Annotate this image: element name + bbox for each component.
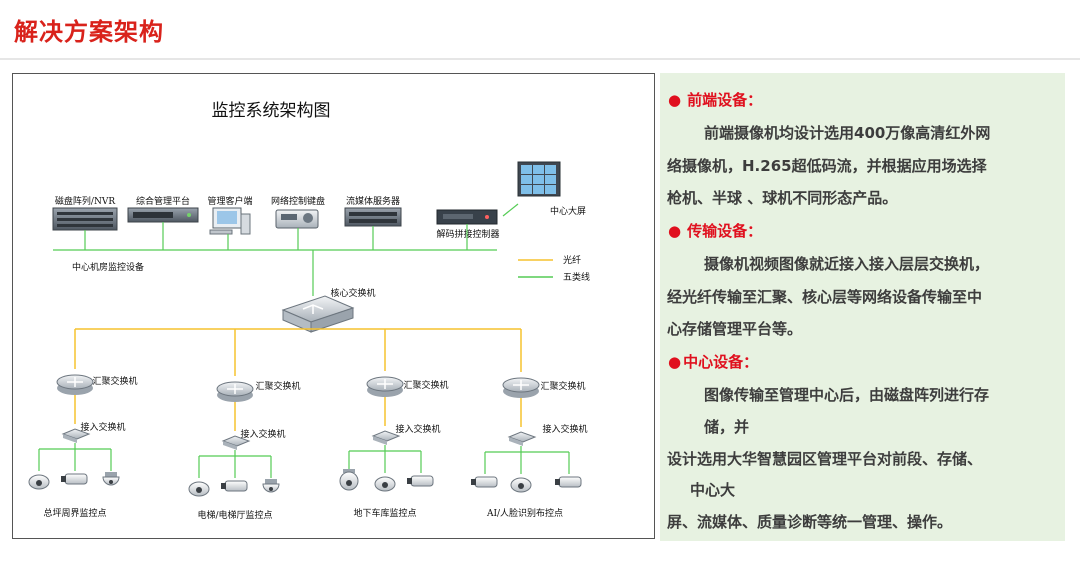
access-switch-4-label: 接入交换机: [542, 423, 587, 435]
camera-speed-dome-icon: [262, 479, 280, 493]
section-center-line: 图像传输至管理中心后，由磁盘阵列进行存: [704, 386, 990, 404]
section-frontend-line: 前端摄像机均设计选用400万像高清红外网: [704, 124, 991, 142]
legend-cat5-label: 五类线: [563, 271, 590, 283]
access-switch-2-icon: [221, 435, 251, 450]
page-title: 解决方案架构: [14, 18, 164, 46]
section-frontend-line: 络摄像机，H.265超低码流，并根据应用场选择: [667, 157, 987, 175]
bullet-icon: ●: [668, 91, 682, 109]
agg-switch-3-icon: [366, 376, 404, 397]
zone-label-garage: 地下车库监控点: [353, 507, 416, 519]
media-server-icon: [344, 207, 402, 227]
decoder-label: 解码拼接控制器: [436, 228, 499, 240]
wall-link: [502, 203, 519, 217]
storage-array-icon: [52, 207, 118, 231]
camera-bullet-icon: [471, 476, 498, 488]
platform-server-icon: [127, 207, 199, 223]
agg-switch-2-icon: [216, 381, 254, 402]
access-switch-1-icon: [61, 428, 91, 443]
agg-switch-4-icon: [502, 377, 540, 398]
section-center-line: 设计选用大华智慧园区管理平台对前段、存储、: [667, 450, 983, 468]
section-center-title: 中心设备：: [683, 353, 759, 371]
diagram-title: 监控系统架构图: [212, 101, 331, 121]
storage-label: 磁盘阵列/NVR: [55, 195, 115, 207]
camera-bullet-icon: [61, 473, 88, 485]
camera-speed-dome-icon: [102, 472, 120, 486]
center-bus: [53, 222, 497, 296]
camera-bullet-icon: [555, 476, 582, 488]
client-label: 管理客户端: [207, 195, 252, 207]
camera-bullet-icon: [407, 475, 434, 487]
video-wall-label: 中心大屏: [550, 205, 586, 217]
control-keyboard-icon: [275, 209, 319, 229]
bullet-icon: ●: [668, 353, 682, 371]
agg-switch-4-label: 汇聚交换机: [540, 380, 585, 392]
section-center-line: 储，并: [704, 418, 750, 436]
client-pc-icon: [209, 207, 251, 235]
section-transmission-heading: ● 传输设备：: [668, 220, 762, 241]
camera-dome-icon: [188, 481, 210, 497]
access-switch-1-label: 接入交换机: [80, 421, 125, 433]
section-center-line: 屏、流媒体、质量诊断等统一管理、操作。: [667, 513, 953, 531]
bullet-icon: ●: [668, 222, 682, 240]
access-switch-3-icon: [371, 430, 401, 445]
access-switch-3-label: 接入交换机: [395, 423, 440, 435]
camera-ptz-icon: [339, 469, 359, 491]
section-transmission-line: 心存储管理平台等。: [667, 320, 803, 338]
section-transmission-line: 经光纤传输至汇聚、核心层等网络设备传输至中: [667, 288, 983, 306]
legend-fiber-label: 光纤: [563, 254, 581, 266]
access-switch-2-label: 接入交换机: [240, 428, 285, 440]
core-switch-icon: [281, 295, 355, 333]
section-frontend-line: 枪机、半球 、球机不同形态产品。: [667, 189, 898, 207]
agg-switch-1-icon: [56, 374, 94, 395]
zone-label-elevator: 电梯/电梯厅监控点: [197, 509, 272, 521]
camera-bullet-icon: [221, 480, 248, 492]
zone-label-perimeter: 总坪周界监控点: [43, 507, 106, 519]
decoder-controller-icon: [436, 209, 498, 225]
core-switch-label: 核心交换机: [330, 287, 375, 299]
section-center-line: 中心大: [690, 481, 736, 499]
access-switch-4-icon: [507, 431, 537, 446]
camera-dome-icon: [374, 476, 396, 492]
fiber-trunk: [74, 328, 522, 431]
media-server-label: 流媒体服务器: [346, 195, 400, 207]
agg-switch-2-label: 汇聚交换机: [255, 380, 300, 392]
section-frontend-heading: ● 前端设备：: [668, 89, 762, 110]
video-wall-icon: [517, 161, 561, 197]
agg-switch-3-label: 汇聚交换机: [403, 379, 448, 391]
camera-dome-icon: [510, 477, 532, 493]
title-divider: [0, 58, 1080, 60]
section-frontend-title: 前端设备：: [687, 91, 763, 109]
keyboard-label: 网络控制键盘: [271, 195, 325, 207]
diagram-canvas: 监控系统架构图 磁盘阵列/NVR 综合管理平台 管理客户端 网络控制键盘 流媒体…: [28, 101, 590, 521]
section-transmission-line: 摄像机视频图像就近接入接入层层交换机，: [704, 255, 990, 273]
architecture-diagram: 监控系统架构图 磁盘阵列/NVR 综合管理平台 管理客户端 网络控制键盘 流媒体…: [12, 73, 655, 539]
agg-switch-1-label: 汇聚交换机: [92, 375, 137, 387]
section-transmission-title: 传输设备：: [687, 222, 763, 240]
access-links: [38, 443, 570, 478]
section-center-heading: ●中心设备：: [668, 351, 758, 372]
description-panel: ● 前端设备： 前端摄像机均设计选用400万像高清红外网 络摄像机，H.265超低…: [660, 73, 1065, 541]
platform-label: 综合管理平台: [136, 195, 190, 207]
camera-dome-icon: [28, 474, 50, 490]
center-group-label: 中心机房监控设备: [72, 261, 144, 273]
zone-label-ai: AI/人脸识别布控点: [486, 507, 563, 519]
